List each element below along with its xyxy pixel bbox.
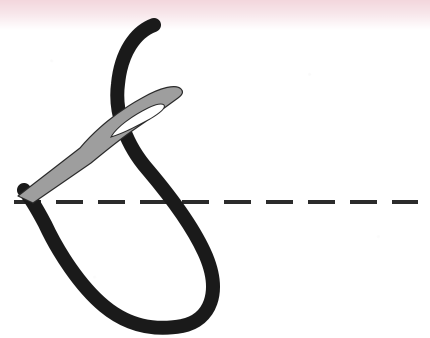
needle-thread-diagram bbox=[0, 0, 430, 338]
stitch-illustration bbox=[0, 0, 430, 338]
